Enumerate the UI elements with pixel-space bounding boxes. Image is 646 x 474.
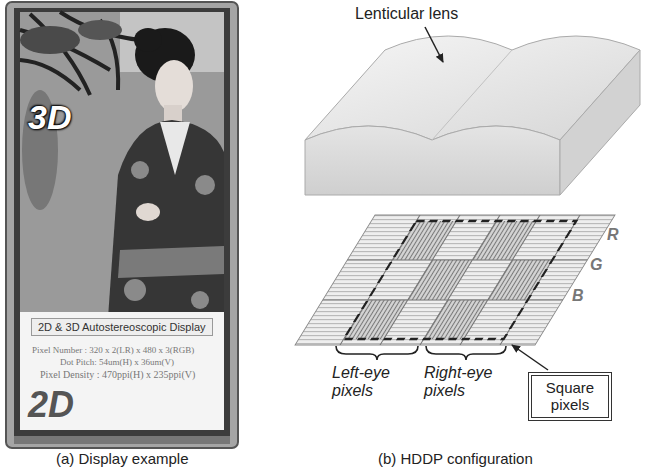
- spec-text: Pixel Number : 320 x 2(LR) x 480 x 3(RGB…: [32, 345, 194, 355]
- leader-arrow: [512, 345, 548, 370]
- bracket: [336, 346, 418, 360]
- title-box: 2D & 3D Autostereoscopic Display: [31, 318, 213, 336]
- pixel-label: Left-eye pixels: [332, 364, 412, 401]
- part-label: Lenticular lens: [355, 5, 458, 23]
- subfigure-caption: (b) HDDP configuration: [378, 450, 533, 467]
- spec-text: Dot Pitch: 54um(H) x 36um(V): [60, 357, 174, 367]
- callout-box: Square pixels: [528, 372, 612, 421]
- view-mode-label: 3D: [28, 98, 71, 137]
- display-photo: [6, 2, 238, 448]
- color-label: G: [590, 256, 602, 274]
- bracket: [426, 346, 506, 360]
- spec-text: Pixel Density : 470ppi(H) x 235ppi(V): [40, 369, 195, 381]
- color-label: B: [572, 287, 584, 305]
- pixel-label: Right-eye pixels: [424, 364, 510, 401]
- view-mode-label: 2D: [28, 384, 74, 425]
- box-text: 2D & 3D Autostereoscopic Display: [38, 321, 206, 333]
- color-label: R: [607, 226, 619, 244]
- lenticular-lens: [305, 27, 640, 195]
- subfigure-caption: (a) Display example: [56, 450, 189, 467]
- box-text: Square pixels: [540, 379, 600, 414]
- pixel-grid: [295, 215, 615, 345]
